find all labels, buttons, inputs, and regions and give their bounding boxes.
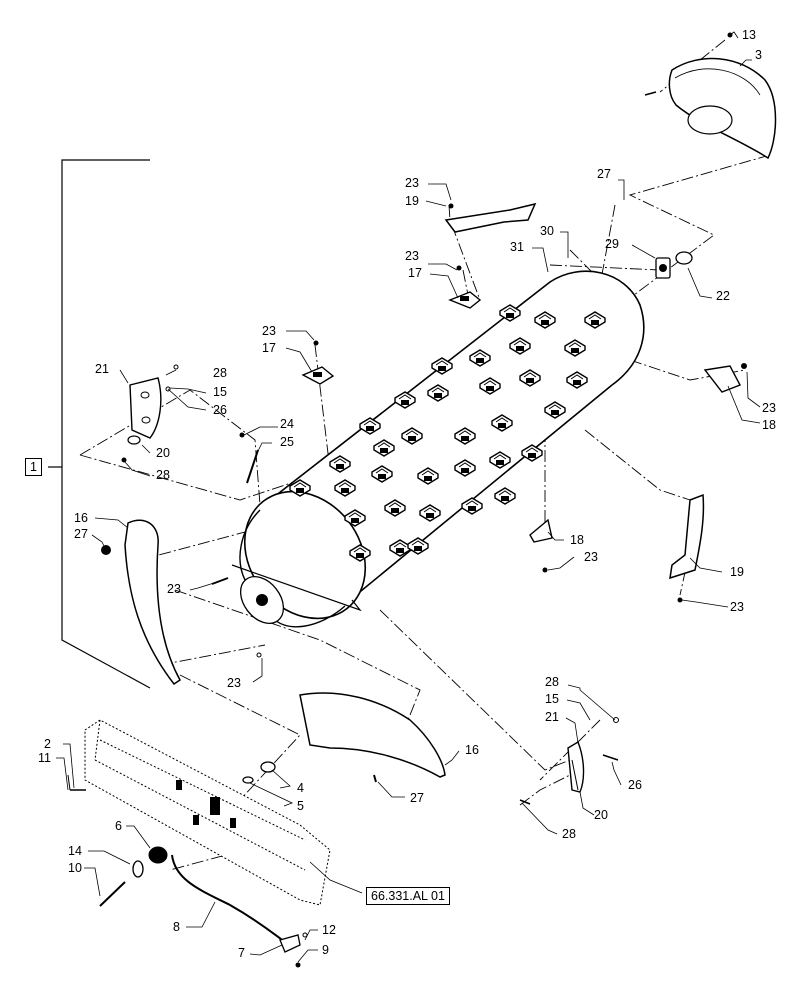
- callout-19[interactable]: 19: [730, 565, 744, 579]
- callout-29[interactable]: 29: [605, 237, 619, 251]
- blade-lower: [301, 366, 335, 385]
- callout-31[interactable]: 31: [510, 240, 524, 254]
- callout-27[interactable]: 27: [597, 167, 611, 181]
- callout-23[interactable]: 23: [262, 324, 276, 338]
- clip-right: [703, 363, 747, 393]
- callout-10[interactable]: 10: [68, 861, 82, 875]
- callout-22[interactable]: 22: [716, 289, 730, 303]
- callout-28[interactable]: 28: [213, 366, 227, 380]
- callout-13[interactable]: 13: [742, 28, 756, 42]
- leader-lines: [56, 31, 761, 963]
- bearing: [655, 257, 671, 279]
- callout-23[interactable]: 23: [405, 249, 419, 263]
- chopper-drum: [231, 270, 645, 628]
- mount-plate-right: [567, 740, 585, 793]
- housing-beam: [84, 719, 331, 906]
- support-arm-right: [669, 493, 705, 580]
- callout-23[interactable]: 23: [762, 401, 776, 415]
- callout-5[interactable]: 5: [297, 799, 304, 813]
- support-arm-top: [444, 202, 537, 233]
- cable: [171, 854, 286, 943]
- end-disk: [668, 57, 777, 160]
- callout-23[interactable]: 23: [405, 176, 419, 190]
- assembly-number-box: 1: [25, 458, 42, 476]
- callout-28[interactable]: 28: [545, 675, 559, 689]
- seal: [242, 776, 254, 784]
- callout-17[interactable]: 17: [408, 266, 422, 280]
- callout-6[interactable]: 6: [115, 819, 122, 833]
- callout-20[interactable]: 20: [594, 808, 608, 822]
- callout-8[interactable]: 8: [173, 920, 180, 934]
- callout-21[interactable]: 21: [95, 362, 109, 376]
- callout-14[interactable]: 14: [68, 844, 82, 858]
- assembly-bracket: [48, 159, 151, 689]
- callout-9[interactable]: 9: [322, 943, 329, 957]
- callout-21[interactable]: 21: [545, 710, 559, 724]
- clip-lower: [529, 518, 553, 573]
- bushing: [148, 846, 168, 864]
- shield-left: [124, 519, 181, 686]
- callout-2[interactable]: 2: [44, 737, 51, 751]
- callout-27[interactable]: 27: [410, 791, 424, 805]
- callout-28[interactable]: 28: [156, 468, 170, 482]
- callout-17[interactable]: 17: [262, 341, 276, 355]
- callout-16[interactable]: 16: [74, 511, 88, 525]
- callout-23[interactable]: 23: [227, 676, 241, 690]
- callout-27[interactable]: 27: [74, 527, 88, 541]
- callout-28[interactable]: 28: [562, 827, 576, 841]
- callout-3[interactable]: 3: [755, 48, 762, 62]
- callout-11[interactable]: 11: [38, 751, 51, 765]
- mount-plate-left: [129, 377, 162, 439]
- blade-upper: [448, 291, 482, 309]
- callout-20[interactable]: 20: [156, 446, 170, 460]
- callout-30[interactable]: 30: [540, 224, 554, 238]
- callout-23[interactable]: 23: [730, 600, 744, 614]
- callout-12[interactable]: 12: [322, 923, 336, 937]
- callout-26[interactable]: 26: [628, 778, 642, 792]
- shield-lower: [299, 692, 446, 778]
- seal-ring: [675, 251, 693, 265]
- callout-23[interactable]: 23: [167, 582, 181, 596]
- callout-18[interactable]: 18: [762, 418, 776, 432]
- callout-24[interactable]: 24: [280, 417, 294, 431]
- callout-19[interactable]: 19: [405, 194, 419, 208]
- callout-16[interactable]: 16: [465, 743, 479, 757]
- callout-4[interactable]: 4: [297, 781, 304, 795]
- callout-15[interactable]: 15: [213, 385, 227, 399]
- callout-26[interactable]: 26: [213, 403, 227, 417]
- callout-25[interactable]: 25: [280, 435, 294, 449]
- callout-7[interactable]: 7: [238, 946, 245, 960]
- housing-fasteners: [176, 780, 236, 828]
- callout-15[interactable]: 15: [545, 692, 559, 706]
- reference-box[interactable]: 66.331.AL 01: [366, 887, 450, 905]
- washer: [260, 761, 276, 773]
- callout-18[interactable]: 18: [570, 533, 584, 547]
- callout-23[interactable]: 23: [584, 550, 598, 564]
